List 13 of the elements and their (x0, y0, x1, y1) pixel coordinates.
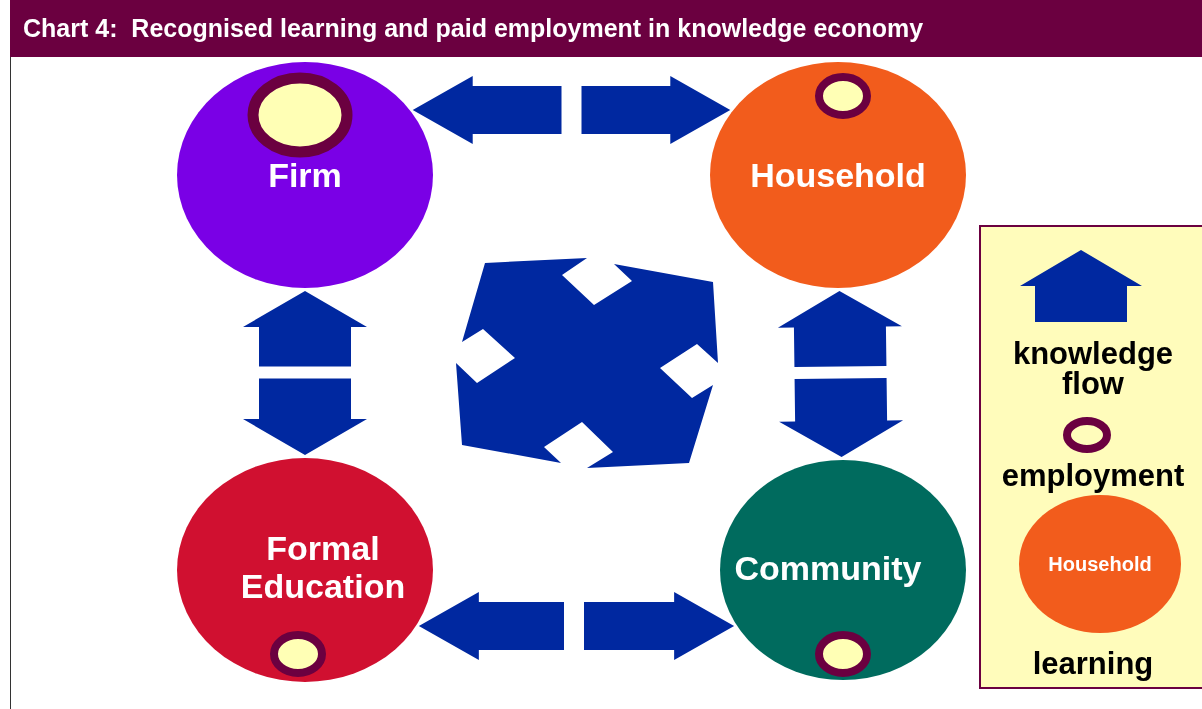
node-label: Firm (268, 156, 342, 194)
node-label: Community (734, 549, 922, 587)
node-label: Household (750, 156, 926, 194)
legend-label: learning (1031, 649, 1155, 679)
chart-title: Chart 4: Recognised learning and paid employment in knowledge economy (10, 0, 1202, 57)
block-arrow (418, 592, 735, 660)
node-label: Formal Education (239, 529, 407, 605)
block-arrow (412, 76, 731, 144)
legend-label: knowledge flow (1011, 339, 1175, 399)
legend-label: employment (1000, 461, 1186, 491)
block-arrow (243, 291, 367, 455)
swatch-label: Household (1048, 552, 1152, 576)
block-arrow (777, 291, 904, 457)
